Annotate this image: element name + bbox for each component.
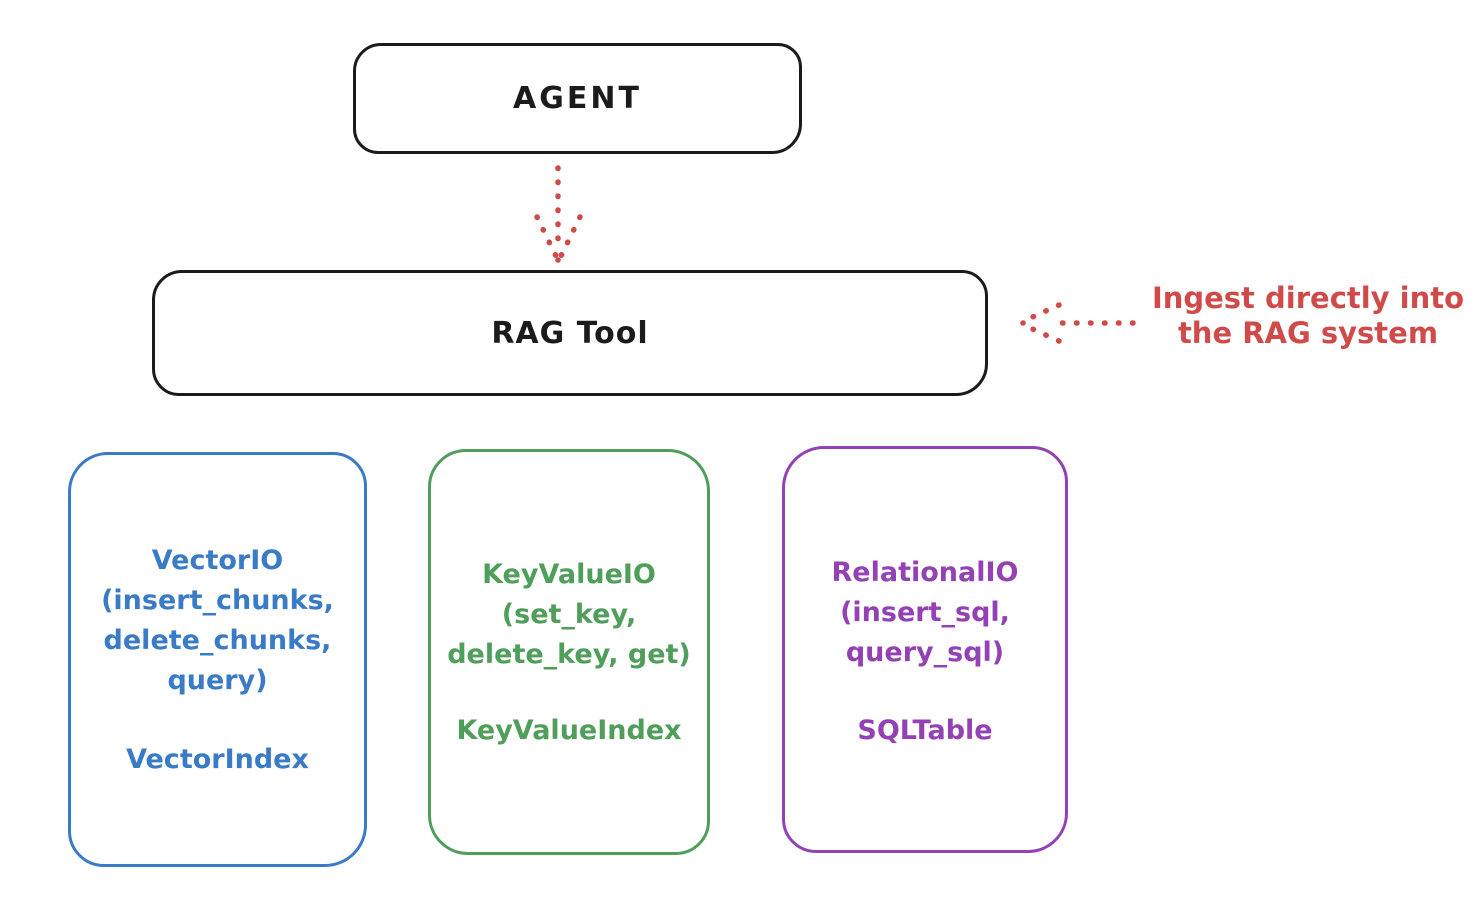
relationalio-table-label: SQLTable bbox=[857, 715, 993, 746]
relationalio-methods-line2: query_sql) bbox=[845, 637, 1005, 668]
vectorio-box: VectorIO (insert_chunks, delete_chunks, … bbox=[68, 452, 367, 867]
keyvalueio-methods-line1: (set_key, bbox=[501, 599, 637, 630]
ingest-annotation-line1: Ingest directly into bbox=[1151, 281, 1465, 315]
vectorio-title: VectorIO bbox=[151, 545, 284, 576]
relationalio-box: RelationalIO (insert_sql, query_sql) SQL… bbox=[782, 446, 1068, 853]
ingest-annotation: Ingest directly into the RAG system bbox=[1138, 281, 1478, 351]
rag-tool-label: RAG Tool bbox=[491, 315, 649, 351]
vectorio-methods-line2: delete_chunks, bbox=[103, 625, 332, 656]
rag-tool-box: RAG Tool bbox=[152, 270, 988, 396]
vectorio-methods-line1: (insert_chunks, bbox=[101, 585, 334, 616]
vectorio-box-text: VectorIO (insert_chunks, delete_chunks, … bbox=[71, 541, 364, 701]
keyvalueio-methods-line2: delete_key, get) bbox=[447, 639, 691, 670]
relationalio-methods-line1: (insert_sql, bbox=[840, 597, 1010, 628]
keyvalueio-title: KeyValueIO bbox=[482, 559, 656, 590]
ingest-annotation-line2: the RAG system bbox=[1177, 316, 1439, 350]
relationalio-title: RelationalIO bbox=[831, 557, 1019, 588]
keyvalueio-index-label: KeyValueIndex bbox=[456, 715, 682, 746]
agent-label: AGENT bbox=[513, 81, 642, 116]
vectorio-index-label: VectorIndex bbox=[126, 744, 309, 775]
keyvalueio-box-text: KeyValueIO (set_key, delete_key, get) bbox=[431, 555, 707, 675]
vectorio-methods-line3: query) bbox=[167, 665, 268, 696]
agent-box: AGENT bbox=[353, 43, 802, 154]
dotted-down-arrow-icon bbox=[534, 165, 583, 263]
dotted-left-arrow-icon bbox=[1020, 302, 1136, 344]
keyvalueio-box: KeyValueIO (set_key, delete_key, get) Ke… bbox=[428, 449, 710, 855]
relationalio-box-text: RelationalIO (insert_sql, query_sql) bbox=[785, 553, 1065, 673]
